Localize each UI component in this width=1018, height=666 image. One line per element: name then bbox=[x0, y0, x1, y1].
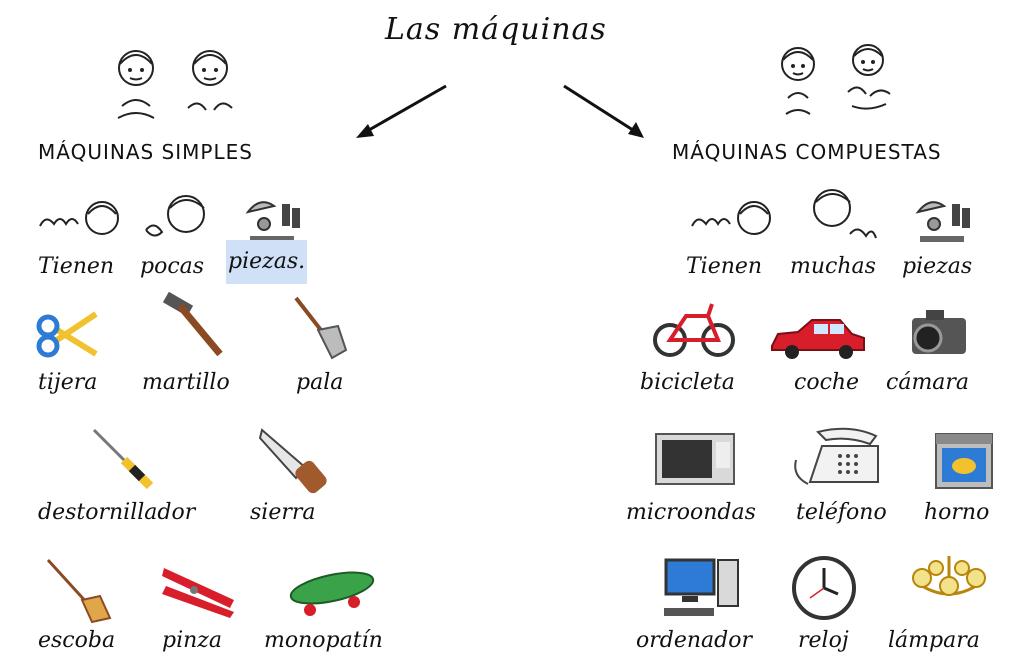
sign-muchas-icon bbox=[806, 186, 878, 246]
word-telefono: teléfono bbox=[796, 500, 887, 525]
word-bicicleta: bicicleta bbox=[640, 370, 735, 395]
word-coche: coche bbox=[794, 370, 860, 395]
oven-icon bbox=[934, 432, 996, 490]
word-piezas: piezas. bbox=[226, 240, 308, 284]
word-escoba: escoba bbox=[38, 628, 116, 653]
arrow-icon bbox=[350, 82, 450, 142]
sign-language-icon bbox=[776, 42, 901, 124]
arrow-icon bbox=[560, 82, 650, 142]
clothespin-icon bbox=[160, 560, 240, 620]
bicycle-icon bbox=[652, 298, 736, 360]
saw-icon bbox=[256, 422, 332, 498]
lamp-icon bbox=[912, 556, 986, 618]
parts-icon bbox=[912, 192, 976, 248]
word-horno: horno bbox=[924, 500, 990, 525]
screwdriver-icon bbox=[88, 424, 158, 494]
sign-tienen-icon bbox=[36, 196, 120, 242]
category-simple: MÁQUINAS SIMPLES bbox=[38, 140, 253, 164]
scissors-icon bbox=[34, 306, 104, 362]
word-martillo: martillo bbox=[142, 370, 230, 395]
page-title: Las máquinas bbox=[385, 12, 607, 47]
word-muchas: muchas bbox=[790, 254, 876, 279]
microwave-icon bbox=[654, 432, 738, 488]
sign-language-icon bbox=[108, 46, 243, 126]
word-tijera: tijera bbox=[38, 370, 98, 395]
word-piezas: piezas bbox=[902, 254, 973, 279]
word-pala: pala bbox=[296, 370, 344, 395]
camera-icon bbox=[906, 306, 970, 362]
word-reloj: reloj bbox=[798, 628, 849, 653]
word-destornillador: destornillador bbox=[38, 500, 196, 525]
parts-icon bbox=[242, 192, 306, 248]
word-microondas: microondas bbox=[626, 500, 756, 525]
shovel-icon bbox=[286, 292, 356, 362]
word-monopatin: monopatín bbox=[264, 628, 383, 653]
sign-pocas-icon bbox=[140, 192, 214, 244]
word-pocas: pocas bbox=[140, 254, 205, 279]
category-compound: MÁQUINAS COMPUESTAS bbox=[672, 140, 942, 164]
car-icon bbox=[768, 316, 868, 360]
word-ordenador: ordenador bbox=[636, 628, 752, 653]
hammer-icon bbox=[160, 292, 230, 362]
sign-tienen-icon bbox=[688, 196, 772, 242]
broom-icon bbox=[44, 556, 114, 626]
word-pinza: pinza bbox=[162, 628, 222, 653]
skateboard-icon bbox=[288, 566, 378, 620]
telephone-icon bbox=[790, 426, 882, 488]
word-camara: cámara bbox=[886, 370, 970, 395]
computer-icon bbox=[662, 556, 742, 618]
word-tienen: Tienen bbox=[686, 254, 763, 279]
word-tienen: Tienen bbox=[38, 254, 115, 279]
word-lampara: lámpara bbox=[888, 628, 980, 653]
word-sierra: sierra bbox=[250, 500, 316, 525]
clock-icon bbox=[790, 554, 858, 622]
